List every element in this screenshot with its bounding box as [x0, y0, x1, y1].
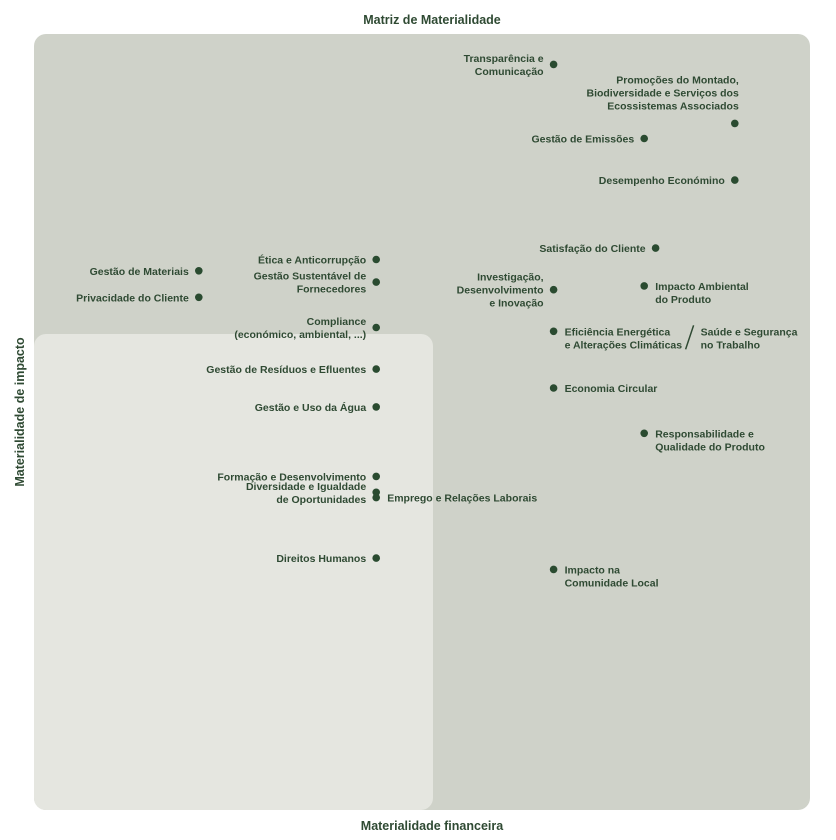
point-label: Direitos Humanos [276, 553, 366, 565]
data-point [372, 323, 381, 332]
point-label: Privacidade do Cliente [76, 292, 189, 304]
label-separator [684, 325, 695, 350]
point-label: do Produto [655, 294, 711, 306]
point-label: Responsabilidade e [655, 428, 754, 440]
point-label: Ecossistemas Associados [607, 100, 739, 112]
point-label: Gestão de Materiais [90, 266, 189, 278]
data-point [372, 493, 381, 502]
data-point [640, 282, 648, 290]
data-point [372, 488, 381, 497]
y-axis-label: Materialidade de impacto [13, 337, 27, 487]
data-point [640, 429, 648, 438]
point-label: Fornecedores [297, 284, 367, 296]
data-point [372, 403, 381, 411]
data-point [549, 384, 558, 392]
point-label: Saúde e Segurança [701, 326, 798, 338]
point-label: Impacto Ambiental [655, 281, 749, 293]
x-axis-label: Materialidade financeira [361, 819, 504, 833]
point-label: Gestão de Resíduos e Efluentes [206, 364, 366, 376]
point-label: (económico, ambiental, ...) [234, 329, 366, 341]
data-point [731, 176, 739, 184]
data-point [549, 285, 558, 294]
point-label: Economia Circular [565, 383, 658, 395]
point-label: de Oportunidades [276, 494, 366, 506]
point-label: Emprego e Relações Laborais [387, 493, 537, 505]
chart-title: Matriz de Materialidade [363, 13, 501, 27]
point-label: no Trabalho [701, 339, 761, 351]
point-label: Diversidade e Igualdade [246, 481, 366, 493]
data-point [372, 554, 381, 562]
data-point [372, 365, 381, 373]
point-label: Compliance [307, 316, 367, 328]
point-label: Gestão de Emissões [531, 134, 634, 146]
data-point [549, 60, 558, 69]
data-point [549, 327, 558, 336]
point-label: Formação e Desenvolvimento [217, 471, 366, 483]
point-label: Gestão e Uso da Água [255, 401, 367, 414]
point-label: Qualidade do Produto [655, 441, 765, 453]
point-label: Investigação, [477, 272, 544, 284]
data-point [549, 565, 558, 574]
point-label: Gestão Sustentável de [254, 271, 367, 283]
point-label: Biodiversidade e Serviços dos [586, 87, 738, 99]
data-point [195, 293, 203, 302]
point-label: e Alterações Climáticas [565, 339, 683, 351]
data-point [731, 119, 739, 128]
point-label: Desenvolvimento [457, 285, 544, 297]
point-label: e Inovação [489, 298, 543, 310]
data-point [640, 134, 648, 143]
point-label: Satisfação do Cliente [539, 243, 645, 255]
point-label: Comunidade Local [565, 577, 659, 589]
point-label: Desempenho Económino [599, 175, 725, 187]
point-label: Comunicação [475, 66, 544, 78]
point-label: Eficiência Energética [565, 326, 671, 338]
data-point [372, 472, 381, 481]
data-point [651, 244, 660, 252]
point-label: Promoções do Montado, [616, 74, 739, 86]
inner-quadrant-panel [34, 334, 433, 810]
point-label: Impacto na [565, 564, 621, 576]
point-label: Ética e Anticorrupção [258, 254, 366, 267]
data-point [372, 278, 381, 286]
point-label: Transparência e [464, 53, 544, 65]
data-point [195, 267, 203, 275]
data-point [372, 255, 381, 264]
